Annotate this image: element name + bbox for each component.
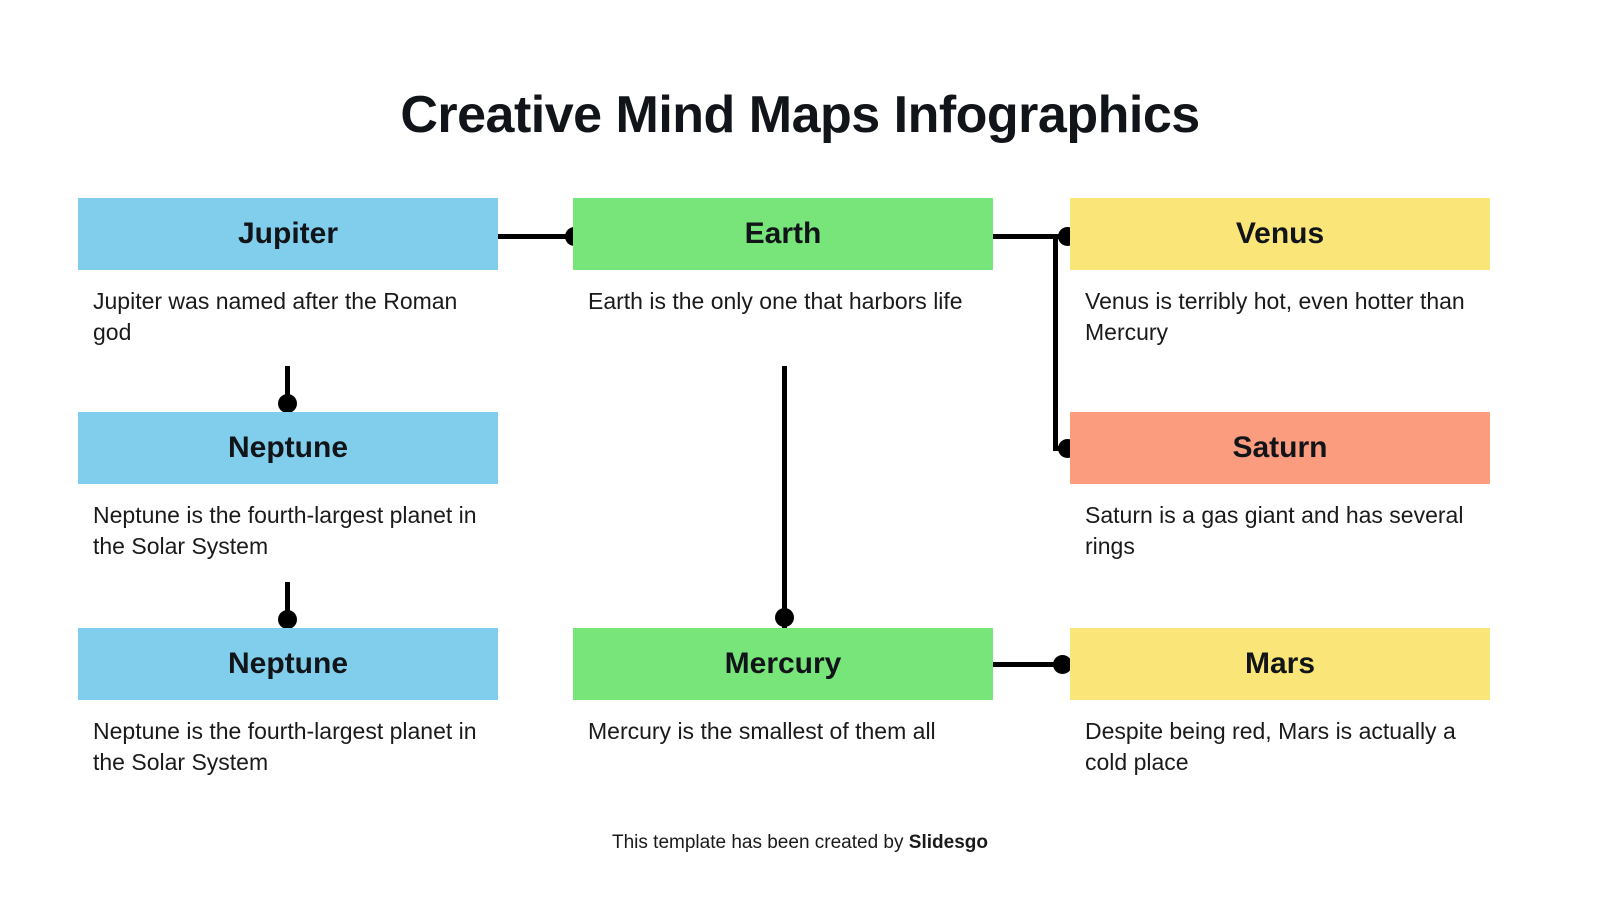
node-neptune-2-box[interactable]: Neptune — [78, 628, 498, 700]
node-earth[interactable]: Earth Earth is the only one that harbors… — [573, 198, 993, 317]
footer-credit: This template has been created by Slides… — [0, 832, 1600, 854]
node-mars-label: Mars — [1244, 647, 1316, 680]
node-mars-box[interactable]: Mars — [1070, 628, 1490, 700]
node-jupiter-box[interactable]: Jupiter — [78, 198, 498, 270]
node-venus-label: Venus — [1235, 217, 1325, 250]
node-earth-label: Earth — [744, 217, 822, 250]
connector-dot-mercury-top — [775, 608, 794, 627]
node-earth-description: Earth is the only one that harbors life — [588, 288, 963, 314]
node-jupiter[interactable]: Jupiter Jupiter was named after the Roma… — [78, 198, 498, 348]
node-neptune-1-label: Neptune — [228, 431, 348, 464]
node-venus-box[interactable]: Venus — [1070, 198, 1490, 270]
node-venus[interactable]: Venus Venus is terribly hot, even hotter… — [1070, 198, 1490, 348]
connector-earth-mercury — [782, 366, 787, 628]
connector-jupiter-earth — [498, 234, 578, 239]
connector-jupiter-neptune-1 — [285, 366, 290, 412]
page-title: Creative Mind Maps Infographics — [400, 86, 1200, 144]
node-neptune-1-box[interactable]: Neptune — [78, 412, 498, 484]
connector-earth-branch-stem — [993, 234, 1075, 239]
node-mercury-description: Mercury is the smallest of them all — [588, 718, 936, 744]
footer-brand: Slidesgo — [908, 832, 988, 853]
node-saturn-box[interactable]: Saturn — [1070, 412, 1490, 484]
node-mars[interactable]: Mars Despite being red, Mars is actually… — [1070, 628, 1490, 778]
node-venus-description: Venus is terribly hot, even hotter than … — [1085, 288, 1465, 346]
connector-neptune-1-neptune-2 — [285, 582, 290, 628]
node-jupiter-description: Jupiter was named after the Roman god — [93, 288, 458, 346]
node-mercury-box[interactable]: Mercury — [573, 628, 993, 700]
connector-mercury-mars — [993, 662, 1073, 667]
connector-dot-mars-left — [1053, 655, 1072, 674]
connector-earth-branch-drop — [1053, 234, 1058, 450]
node-mercury[interactable]: Mercury Mercury is the smallest of them … — [573, 628, 993, 747]
node-jupiter-label: Jupiter — [237, 217, 339, 250]
node-mars-description: Despite being red, Mars is actually a co… — [1085, 718, 1456, 776]
node-mercury-label: Mercury — [724, 647, 842, 680]
footer-prefix: This template has been created by — [612, 832, 909, 853]
node-earth-box[interactable]: Earth — [573, 198, 993, 270]
connector-dot-neptune-2-top — [278, 610, 297, 629]
node-saturn-label: Saturn — [1232, 431, 1328, 464]
node-neptune-1-description: Neptune is the fourth-largest planet in … — [93, 502, 477, 560]
node-neptune-1[interactable]: Neptune Neptune is the fourth-largest pl… — [78, 412, 498, 562]
node-neptune-2-label: Neptune — [228, 647, 348, 680]
node-neptune-2[interactable]: Neptune Neptune is the fourth-largest pl… — [78, 628, 498, 778]
node-saturn[interactable]: Saturn Saturn is a gas giant and has sev… — [1070, 412, 1490, 562]
node-saturn-description: Saturn is a gas giant and has several ri… — [1085, 502, 1464, 560]
node-neptune-2-description: Neptune is the fourth-largest planet in … — [93, 718, 477, 776]
connector-dot-neptune-1-top — [278, 394, 297, 413]
